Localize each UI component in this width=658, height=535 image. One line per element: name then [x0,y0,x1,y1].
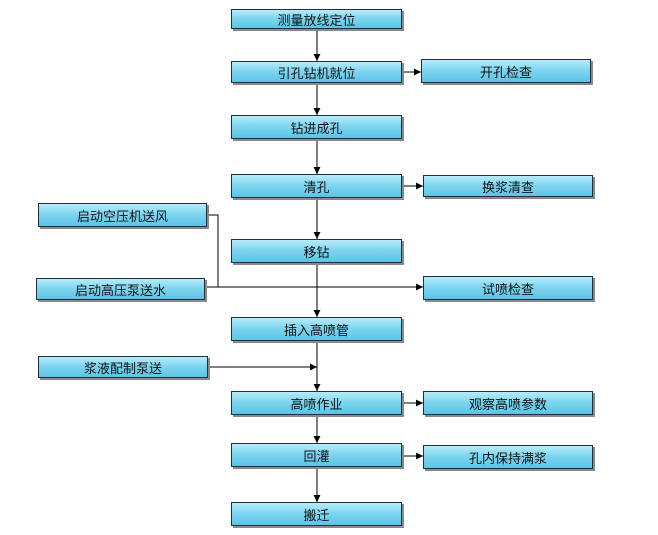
input-high-pressure-pump: 启动高压泵送水 [36,278,205,300]
step-jet-grouting: 高喷作业 [231,391,402,415]
step-drilling: 钻进成孔 [231,115,402,139]
step-relocate: 搬迁 [231,502,402,526]
step-insert-pipe: 插入高喷管 [231,317,402,341]
check-spray-parameters: 观察高喷参数 [423,391,593,415]
step-backfill: 回灌 [231,443,402,467]
check-full-slurry: 孔内保持满浆 [423,445,593,469]
check-opening: 开孔检查 [421,59,591,83]
step-hole-cleaning: 清孔 [231,174,402,198]
connector-air-compressor [207,214,219,287]
input-air-compressor: 启动空压机送风 [38,203,207,227]
check-test-spray: 试喷检查 [423,276,593,300]
input-slurry-mixing: 浆液配制泵送 [38,356,208,378]
step-survey-layout: 测量放线定位 [231,9,402,29]
check-slurry-replace: 换浆清查 [423,175,593,197]
step-drill-positioning: 引孔钻机就位 [231,61,402,83]
step-move-drill: 移钻 [231,239,402,263]
